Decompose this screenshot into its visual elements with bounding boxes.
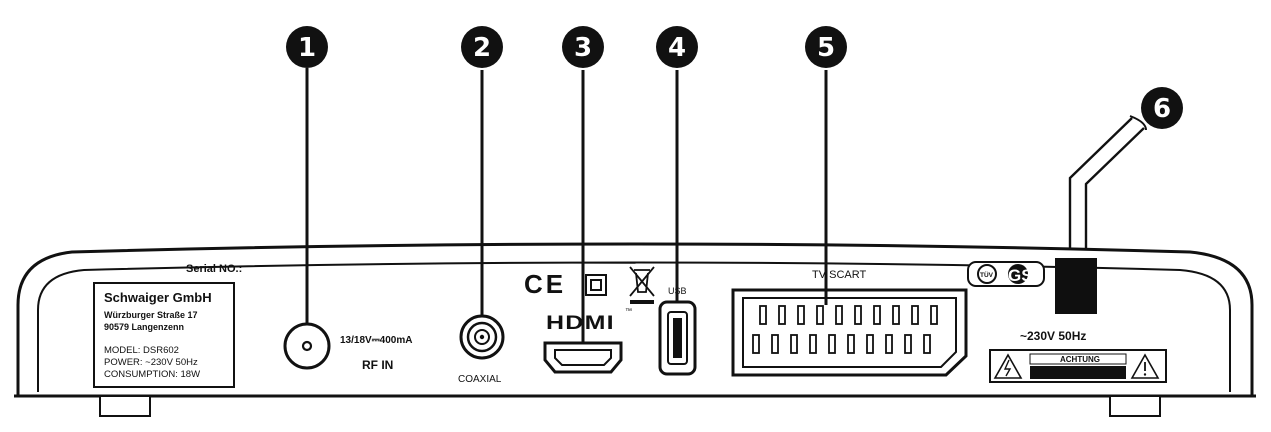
plate-city: 90579 Langenzenn bbox=[104, 322, 184, 332]
scart-pin bbox=[854, 305, 862, 325]
svg-text:3: 3 bbox=[574, 33, 592, 63]
double-insulation-icon bbox=[585, 274, 607, 296]
usb-port: USB bbox=[658, 286, 697, 376]
scart-label: TV SCART bbox=[812, 269, 866, 281]
svg-text:™: ™ bbox=[625, 308, 632, 315]
callout-6: 6 bbox=[1141, 87, 1183, 129]
warning-label: ACHTUNG bbox=[989, 349, 1167, 383]
callout-2: 2 bbox=[461, 26, 503, 68]
scart-pin bbox=[866, 334, 874, 354]
power-cable-grommet bbox=[1055, 258, 1097, 314]
scart-pin bbox=[885, 334, 893, 354]
callout-3: 3 bbox=[562, 26, 604, 68]
rf-in-label: RF IN bbox=[362, 358, 393, 372]
plate-model: MODEL: DSR602 bbox=[104, 345, 179, 356]
hdmi-port: HDMI ™ bbox=[543, 308, 632, 374]
hdmi-logo: HDMI ™ bbox=[546, 308, 632, 333]
right-foot bbox=[1109, 395, 1161, 417]
plate-power: POWER: ~230V 50Hz bbox=[104, 357, 198, 368]
plate-company: Schwaiger GmbH bbox=[104, 290, 212, 305]
callout-leaders bbox=[305, 68, 828, 343]
mains-rating: ~230V 50Hz bbox=[1020, 329, 1086, 343]
scart-pin bbox=[892, 305, 900, 325]
scart-pin bbox=[759, 305, 767, 325]
left-foot bbox=[99, 395, 151, 417]
svg-text:HDMI: HDMI bbox=[546, 312, 615, 333]
rf-voltage-label: 13/18V⎓400mA bbox=[340, 335, 412, 346]
scart-pin bbox=[873, 305, 881, 325]
scart-pin bbox=[790, 334, 798, 354]
svg-text:2: 2 bbox=[473, 33, 491, 63]
callout-4: 4 bbox=[656, 26, 698, 68]
scart-port: TV SCART bbox=[731, 269, 968, 377]
svg-text:1: 1 bbox=[298, 33, 316, 63]
label-plate: Serial NO.: Schwaiger GmbH Würzburger St… bbox=[93, 263, 242, 388]
scart-pin bbox=[911, 305, 919, 325]
scart-pin bbox=[778, 305, 786, 325]
plate-street: Würzburger Straße 17 bbox=[104, 310, 198, 320]
scart-pin bbox=[797, 305, 805, 325]
caution-icon bbox=[1130, 353, 1160, 379]
tuv-gs-mark: TÜV GS bbox=[967, 261, 1045, 287]
scart-pin bbox=[847, 334, 855, 354]
scart-pin bbox=[809, 334, 817, 354]
svg-text:5: 5 bbox=[817, 33, 835, 63]
coaxial-label: COAXIAL bbox=[458, 374, 502, 385]
scart-pin bbox=[771, 334, 779, 354]
scart-pins bbox=[752, 305, 938, 354]
callout-5: 5 bbox=[805, 26, 847, 68]
svg-text:6: 6 bbox=[1153, 94, 1171, 124]
svg-text:CE: CE bbox=[524, 269, 566, 299]
svg-text:4: 4 bbox=[668, 33, 686, 63]
warning-text-block bbox=[1030, 366, 1126, 379]
electric-hazard-icon bbox=[993, 353, 1023, 379]
serial-number-label: Serial NO.: bbox=[186, 263, 242, 275]
weee-bin-icon bbox=[629, 266, 655, 304]
svg-text:TÜV: TÜV bbox=[980, 270, 994, 279]
power-cable bbox=[1068, 115, 1147, 260]
scart-pin bbox=[816, 305, 824, 325]
callout-1: 1 bbox=[286, 26, 328, 68]
warning-title: ACHTUNG bbox=[1060, 355, 1100, 364]
scart-pin bbox=[923, 334, 931, 354]
scart-pin bbox=[930, 305, 938, 325]
svg-text:GS: GS bbox=[1008, 266, 1033, 285]
ce-mark: CE bbox=[524, 269, 566, 299]
rf-in-port: 13/18V⎓400mA RF IN bbox=[283, 322, 412, 372]
plate-consumption: CONSUMPTION: 18W bbox=[104, 369, 200, 380]
coaxial-port: COAXIAL bbox=[458, 314, 505, 385]
scart-pin bbox=[835, 305, 843, 325]
scart-pin bbox=[904, 334, 912, 354]
scart-pin bbox=[828, 334, 836, 354]
scart-pin bbox=[752, 334, 760, 354]
